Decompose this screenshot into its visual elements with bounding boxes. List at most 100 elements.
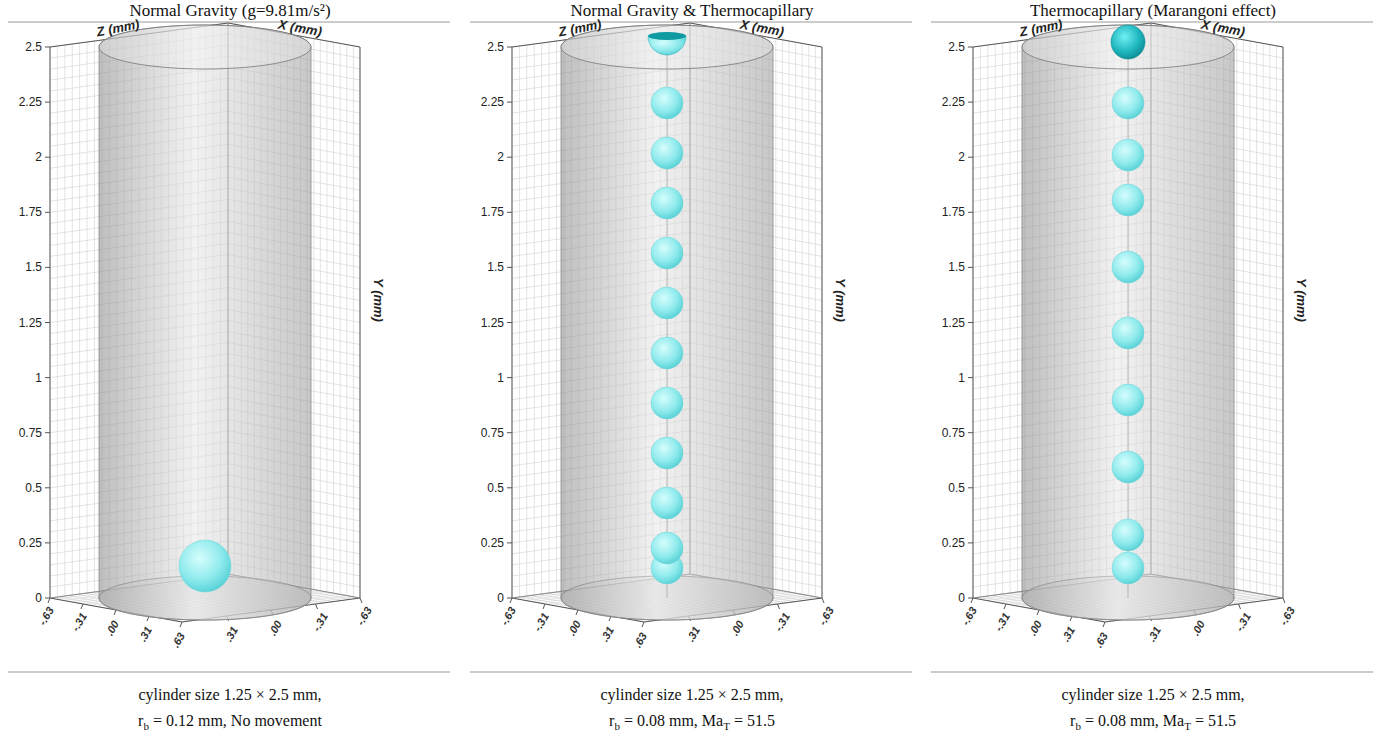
axis-name: Y (mm) <box>1294 278 1309 322</box>
bottom-tick-label: -.31 <box>531 611 551 633</box>
caption-line: rb = 0.08 mm,MaT = 51.5 <box>609 712 775 732</box>
y-tick-label: 2.5 <box>25 40 42 54</box>
subscript: b <box>143 720 149 732</box>
panel-title: Normal Gravity (g=9.81m/s²) <box>129 1 330 21</box>
bubble <box>1112 184 1144 216</box>
caption-text: Ma <box>1163 712 1184 729</box>
bottom-tick-label: -.63 <box>816 605 836 627</box>
bubble <box>1112 451 1144 483</box>
cylinder <box>1022 25 1234 620</box>
y-tick-label: 0.75 <box>942 426 965 440</box>
axis-name: X (mm) <box>1200 17 1246 39</box>
subscript: T <box>723 720 730 732</box>
caption-text: = 0.08 mm, <box>1085 712 1159 729</box>
bubble <box>1112 384 1144 416</box>
y-tick-label: 2.5 <box>948 40 965 54</box>
y-tick-label: 0.25 <box>19 536 42 550</box>
subscript: T <box>1184 720 1191 732</box>
y-tick-label: 2 <box>35 150 42 164</box>
y-tick-label: 0.5 <box>25 481 42 495</box>
bottom-tick-label: .00 <box>103 618 121 637</box>
caption-text: r <box>609 712 614 729</box>
axis-frame <box>507 23 824 627</box>
bottom-tick-label: .31 <box>598 624 616 643</box>
y-tick-label: 1.75 <box>481 205 504 219</box>
y-tick-label: 0 <box>35 591 42 605</box>
caption-text: = 0.08 mm, <box>624 712 698 729</box>
caption-text: = 0.12 mm, No movement <box>153 712 322 729</box>
bubble <box>651 137 683 169</box>
y-tick-label: 0.75 <box>19 426 42 440</box>
panel-illustration <box>8 22 450 672</box>
bottom-tick-label: -.31 <box>992 611 1012 633</box>
bottom-rule <box>931 671 1373 672</box>
y-tick-label: 0.5 <box>487 481 504 495</box>
y-tick-label: 1.25 <box>19 316 42 330</box>
y-tick-label: 1.75 <box>19 205 42 219</box>
axis-name: Z (mm) <box>557 17 602 40</box>
bottom-tick-label: .31 <box>683 624 701 643</box>
bottom-rule <box>8 671 450 672</box>
axis-frame <box>45 23 362 627</box>
panel-illustration <box>931 22 1373 672</box>
bottom-tick-label: .31 <box>221 624 239 643</box>
y-tick-label: 2.5 <box>487 40 504 54</box>
bottom-tick-label: .63 <box>1092 630 1110 649</box>
caption-line: rb = 0.12 mm, No movement <box>138 712 322 732</box>
subscript: b <box>614 720 620 732</box>
y-tick-label: 0 <box>497 591 504 605</box>
y-tick-label: 2.25 <box>481 95 504 109</box>
bottom-tick-label: .00 <box>266 618 284 637</box>
y-tick-label: 1 <box>958 371 965 385</box>
axis-name: Y (mm) <box>371 278 386 322</box>
bubble <box>1112 139 1144 171</box>
y-tick-label: 1 <box>35 371 42 385</box>
grid-lines <box>512 23 822 622</box>
cylinder <box>99 25 311 620</box>
subscript: b <box>1075 720 1081 732</box>
bottom-tick-label: .00 <box>1189 618 1207 637</box>
bottom-tick-label: .31 <box>1059 624 1077 643</box>
axis-name: Z (mm) <box>95 17 140 40</box>
y-tick-label: 0 <box>958 591 965 605</box>
y-tick-label: 1.25 <box>481 316 504 330</box>
y-tick-label: 2 <box>958 150 965 164</box>
bubble <box>179 540 231 592</box>
y-tick-label: 1.25 <box>942 316 965 330</box>
y-tick-label: 1.5 <box>487 260 504 274</box>
axis-frame <box>968 23 1285 627</box>
y-tick-label: 1 <box>497 371 504 385</box>
bottom-tick-label: .00 <box>1026 618 1044 637</box>
grid-lines <box>973 23 1283 622</box>
bubble <box>651 437 683 469</box>
title-rule <box>8 21 450 22</box>
bubble <box>651 487 683 519</box>
bottom-tick-label: -.31 <box>1233 611 1253 633</box>
bottom-rule <box>470 671 912 672</box>
bubble <box>651 237 683 269</box>
bubble <box>651 337 683 369</box>
bottom-tick-label: -.63 <box>959 605 979 627</box>
bubble <box>651 187 683 219</box>
axis-name: Z (mm) <box>1018 17 1063 40</box>
bubble-top-face <box>648 32 686 40</box>
caption-text: r <box>138 712 143 729</box>
caption-line: cylinder size 1.25 × 2.5 mm, <box>1061 686 1244 704</box>
bubble <box>1112 552 1144 584</box>
y-tick-label: 0.75 <box>481 426 504 440</box>
y-tick-label: 1.5 <box>25 260 42 274</box>
bubble <box>1112 251 1144 283</box>
bottom-tick-label: .31 <box>1144 624 1162 643</box>
y-tick-label: 0.5 <box>948 481 965 495</box>
caption-text: Ma <box>702 712 723 729</box>
title-rule <box>931 21 1373 22</box>
bottom-tick-label: -.31 <box>772 611 792 633</box>
caption-text: r <box>1070 712 1075 729</box>
caption-text: = 51.5 <box>734 712 775 729</box>
panel-illustration <box>470 22 912 672</box>
bubble <box>651 87 683 119</box>
bottom-tick-label: .63 <box>169 630 187 649</box>
bubble <box>1112 519 1144 551</box>
